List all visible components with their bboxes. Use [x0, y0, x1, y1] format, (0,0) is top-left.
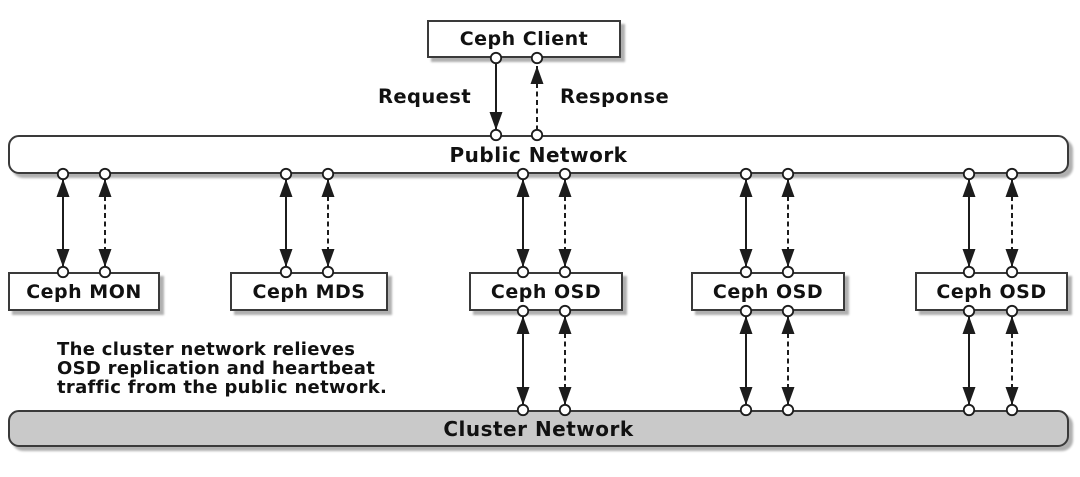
node-label: Cluster Network: [443, 416, 634, 441]
node-ceph-mds: Ceph MDS: [230, 272, 388, 311]
node-label: Ceph Client: [459, 28, 589, 50]
node-cluster-network: Cluster Network: [8, 410, 1069, 447]
arrowhead: [781, 316, 795, 334]
node-label: Ceph MDS: [252, 280, 366, 303]
arrowhead: [962, 387, 976, 405]
arrowhead: [516, 387, 530, 405]
arrowhead: [739, 387, 753, 405]
arrowhead: [558, 179, 572, 197]
arrowhead: [739, 316, 753, 334]
arrowhead: [781, 249, 795, 267]
arrowhead: [962, 179, 976, 197]
arrowhead: [530, 66, 544, 84]
arrowhead: [1005, 387, 1019, 405]
node-label: Ceph OSD: [490, 280, 602, 303]
arrowhead: [489, 112, 503, 130]
arrowhead: [1005, 179, 1019, 197]
arrowhead: [98, 249, 112, 267]
node-label: Ceph MON: [26, 280, 142, 303]
arrowhead: [321, 249, 335, 267]
response-edge-label: Response: [560, 85, 670, 108]
arrowhead: [516, 249, 530, 267]
cluster-network-note: The cluster network relieves OSD replica…: [57, 339, 388, 398]
request-edge-label: Request: [378, 85, 472, 108]
node-label: Ceph OSD: [936, 280, 1047, 303]
arrowhead: [516, 316, 530, 334]
arrowhead: [558, 387, 572, 405]
arrowhead: [962, 249, 976, 267]
arrowhead: [516, 179, 530, 197]
arrowhead: [962, 316, 976, 334]
node-public-network: Public Network: [8, 135, 1069, 174]
node-ceph-client: Ceph Client: [427, 20, 621, 58]
arrowhead: [558, 249, 572, 267]
node-ceph-mon: Ceph MON: [8, 272, 160, 311]
node-label: Ceph OSD: [712, 280, 824, 303]
arrowhead: [781, 179, 795, 197]
node-ceph-osd-3: Ceph OSD: [915, 272, 1068, 311]
arrowhead: [279, 179, 293, 197]
arrowhead: [739, 249, 753, 267]
node-label: Public Network: [449, 142, 628, 167]
node-ceph-osd-2: Ceph OSD: [691, 272, 845, 311]
arrowhead: [1005, 316, 1019, 334]
arrowhead: [56, 249, 70, 267]
arrowhead: [1005, 249, 1019, 267]
arrowhead: [279, 249, 293, 267]
arrowhead: [739, 179, 753, 197]
node-ceph-osd-1: Ceph OSD: [469, 272, 623, 311]
arrowhead: [98, 179, 112, 197]
arrowhead: [558, 316, 572, 334]
arrowhead: [321, 179, 335, 197]
arrowhead: [56, 179, 70, 197]
arrowhead: [781, 387, 795, 405]
